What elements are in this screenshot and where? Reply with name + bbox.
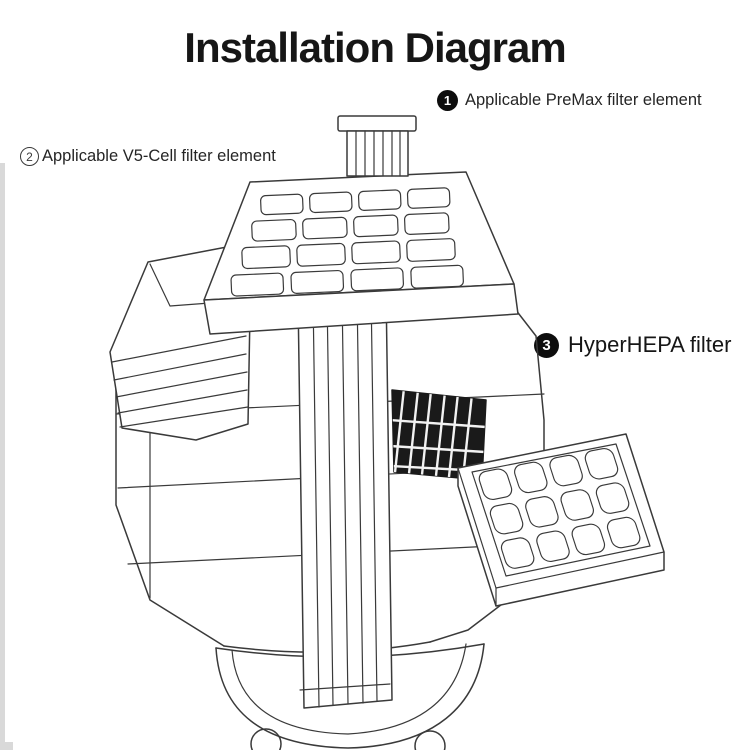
premax-label-text: Applicable PreMax filter element — [465, 91, 702, 109]
premax-filter-panel — [203, 171, 519, 335]
hyperhepa-tray — [457, 433, 665, 607]
top-handle — [337, 115, 417, 177]
support-strap — [297, 287, 393, 709]
circled-1-icon: 1 — [437, 90, 458, 111]
caster-wheel-right — [414, 730, 446, 750]
hyperhepa-label-text: HyperHEPA filter — [568, 332, 732, 357]
scan-artifact-strip — [0, 163, 13, 750]
label-v5cell: 2 Applicable V5-Cell filter element — [20, 147, 276, 166]
v5cell-label-text: Applicable V5-Cell filter element — [42, 147, 276, 165]
hyperhepa-filter-grid — [478, 447, 641, 569]
label-hyperhepa: 3 HyperHEPA filter — [534, 332, 731, 358]
page-title: Installation Diagram — [184, 24, 566, 71]
inner-grille — [391, 389, 487, 481]
caster-wheel-left — [250, 728, 282, 750]
circled-2-icon: 2 — [20, 147, 39, 166]
label-premax: 1 Applicable PreMax filter element — [437, 90, 702, 111]
premax-filter-grid — [230, 187, 464, 297]
